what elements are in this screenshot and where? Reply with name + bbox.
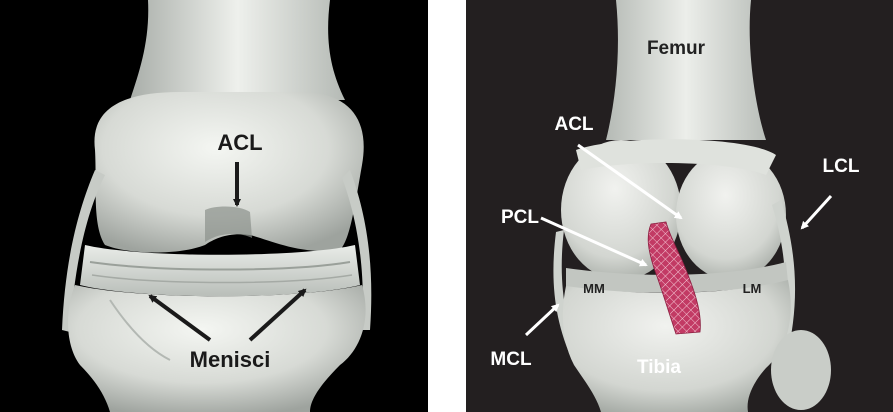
label-pcl: PCL: [501, 207, 539, 228]
lateral-condyle: [676, 150, 786, 280]
label-acl-left: ACL: [217, 130, 262, 155]
label-mcl: MCL: [490, 349, 532, 370]
label-lcl: LCL: [823, 156, 860, 177]
knee-photo-left: ACL Menisci: [0, 0, 428, 412]
knee-diagram-right: Femur ACL PCL LCL MM LM MCL Tibia: [466, 0, 893, 412]
label-mm: MM: [583, 281, 605, 296]
label-femur: Femur: [647, 38, 706, 59]
femur-shaft-right: [606, 0, 766, 140]
knee-illustration-right: Femur ACL PCL LCL MM LM MCL Tibia: [466, 0, 893, 412]
fibula-head: [771, 330, 831, 410]
label-menisci: Menisci: [190, 347, 271, 372]
knee-illustration-left: ACL Menisci: [0, 0, 428, 412]
label-acl-right: ACL: [554, 114, 593, 135]
label-lm: LM: [743, 281, 762, 296]
femur-shaft: [130, 0, 345, 100]
label-tibia: Tibia: [637, 357, 681, 378]
